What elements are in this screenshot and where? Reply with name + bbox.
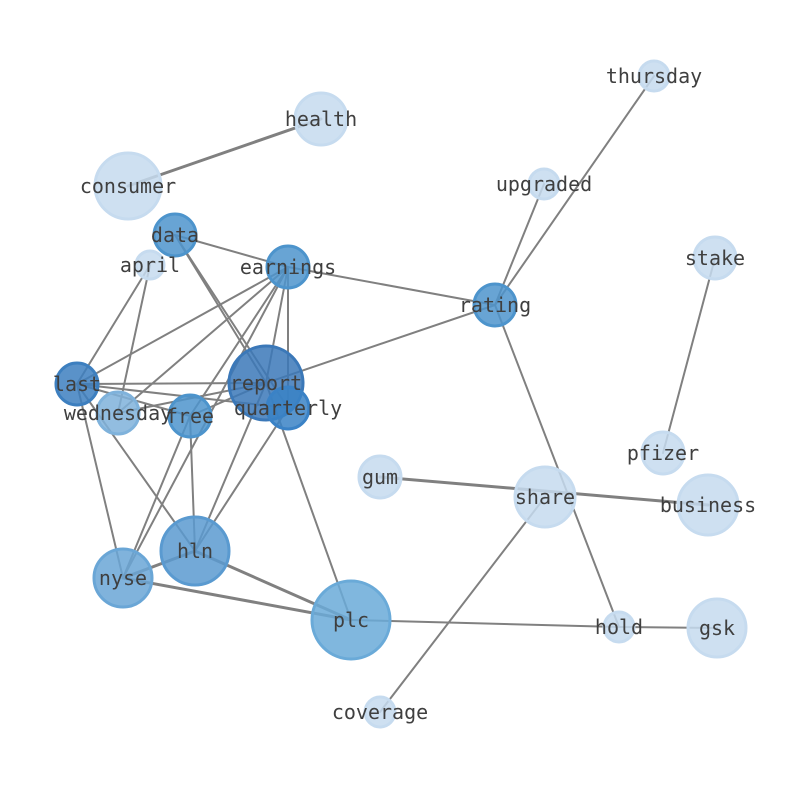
edge-rating-report (265, 304, 496, 384)
node-health (293, 91, 349, 147)
node-label-earnings: earnings (240, 255, 336, 279)
node-label-report: report (230, 371, 302, 395)
edge-earnings-wednesday (117, 266, 289, 414)
edge-rating-hold (494, 304, 620, 628)
node-quarterly (265, 385, 311, 431)
node-consumer (93, 151, 163, 221)
edge-stake-pfizer (662, 257, 716, 454)
node-gum (357, 454, 403, 500)
node-label-coverage: coverage (332, 700, 428, 724)
node-label-data: data (151, 223, 199, 247)
node-plc (310, 579, 392, 661)
node-label-consumer: consumer (80, 174, 176, 198)
node-label-share: share (515, 485, 575, 509)
node-label-business: business (660, 493, 756, 517)
node-label-free: free (166, 404, 214, 428)
node-rating (472, 282, 518, 328)
node-label-april: april (120, 253, 180, 277)
node-label-quarterly: quarterly (234, 396, 342, 420)
node-label-wednesday: wednesday (64, 401, 172, 425)
node-hold (602, 610, 636, 644)
node-label-plc: plc (333, 608, 369, 632)
node-business (676, 473, 740, 537)
node-share (513, 465, 577, 529)
node-label-thursday: thursday (606, 64, 702, 88)
node-stake (692, 235, 738, 281)
node-layer (54, 59, 748, 729)
node-coverage (363, 695, 397, 729)
node-pfizer (640, 430, 686, 476)
node-label-pfizer: pfizer (627, 441, 699, 465)
node-nyse (92, 547, 154, 609)
node-label-hln: hln (177, 539, 213, 563)
node-gsk (686, 597, 748, 659)
node-hln (159, 515, 231, 587)
node-wednesday (95, 390, 141, 436)
node-label-gum: gum (362, 465, 398, 489)
edge-earnings-last (76, 266, 289, 385)
node-free (167, 393, 213, 439)
edge-last-nyse (76, 383, 124, 579)
edge-plc-hold (350, 619, 620, 628)
node-label-stake: stake (685, 246, 745, 270)
node-april (134, 249, 166, 281)
node-label-last: last (53, 372, 101, 396)
node-label-gsk: gsk (699, 616, 735, 640)
node-label-rating: rating (459, 293, 531, 317)
node-label-hold: hold (595, 615, 643, 639)
edge-earnings-free (189, 266, 289, 417)
node-label-health: health (285, 107, 357, 131)
edge-share-coverage (379, 496, 546, 713)
label-layer: thursday health consumer upgraded data april e… (53, 64, 756, 724)
node-earnings (265, 244, 311, 290)
node-label-upgraded: upgraded (496, 172, 592, 196)
node-label-nyse: nyse (99, 566, 147, 590)
node-upgraded (527, 167, 561, 201)
edge-thursday-rating (494, 75, 655, 306)
node-data (152, 212, 198, 258)
edge-rating-earnings (287, 266, 496, 306)
node-thursday (637, 59, 671, 93)
edge-april-last (76, 264, 151, 385)
node-last (54, 361, 100, 407)
